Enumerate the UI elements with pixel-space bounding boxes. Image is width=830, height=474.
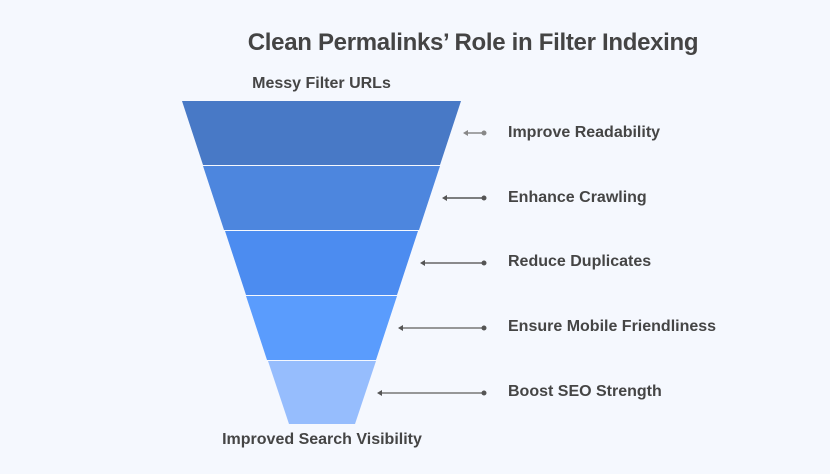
arrow-icon: [463, 130, 487, 136]
stage-label-reduce-duplicates: Reduce Duplicates: [508, 253, 652, 270]
funnel-bottom-label: Improved Search Visibility: [222, 431, 422, 448]
arrow-icon: [398, 325, 487, 331]
arrow-icon: [420, 260, 487, 266]
funnel-top-label: Messy Filter URLs: [252, 75, 391, 92]
stage-label-improve-readability: Improve Readability: [508, 124, 661, 141]
funnel-stage-2: [203, 166, 440, 230]
stage-label-ensure-mobile-friendliness: Ensure Mobile Friendliness: [508, 318, 717, 335]
funnel-stage-1: [182, 101, 461, 165]
diagram-title: Clean Permalinks’ Role in Filter Indexin…: [247, 29, 699, 56]
stage-label-boost-seo-strength: Boost SEO Strength: [508, 383, 662, 400]
funnel-stage-3: [225, 231, 418, 295]
funnel-stage-4: [246, 296, 397, 360]
arrow-icon: [442, 195, 487, 201]
funnel-stage-5: [268, 361, 376, 424]
arrow-icon: [377, 390, 487, 396]
stage-label-enhance-crawling: Enhance Crawling: [508, 189, 647, 206]
